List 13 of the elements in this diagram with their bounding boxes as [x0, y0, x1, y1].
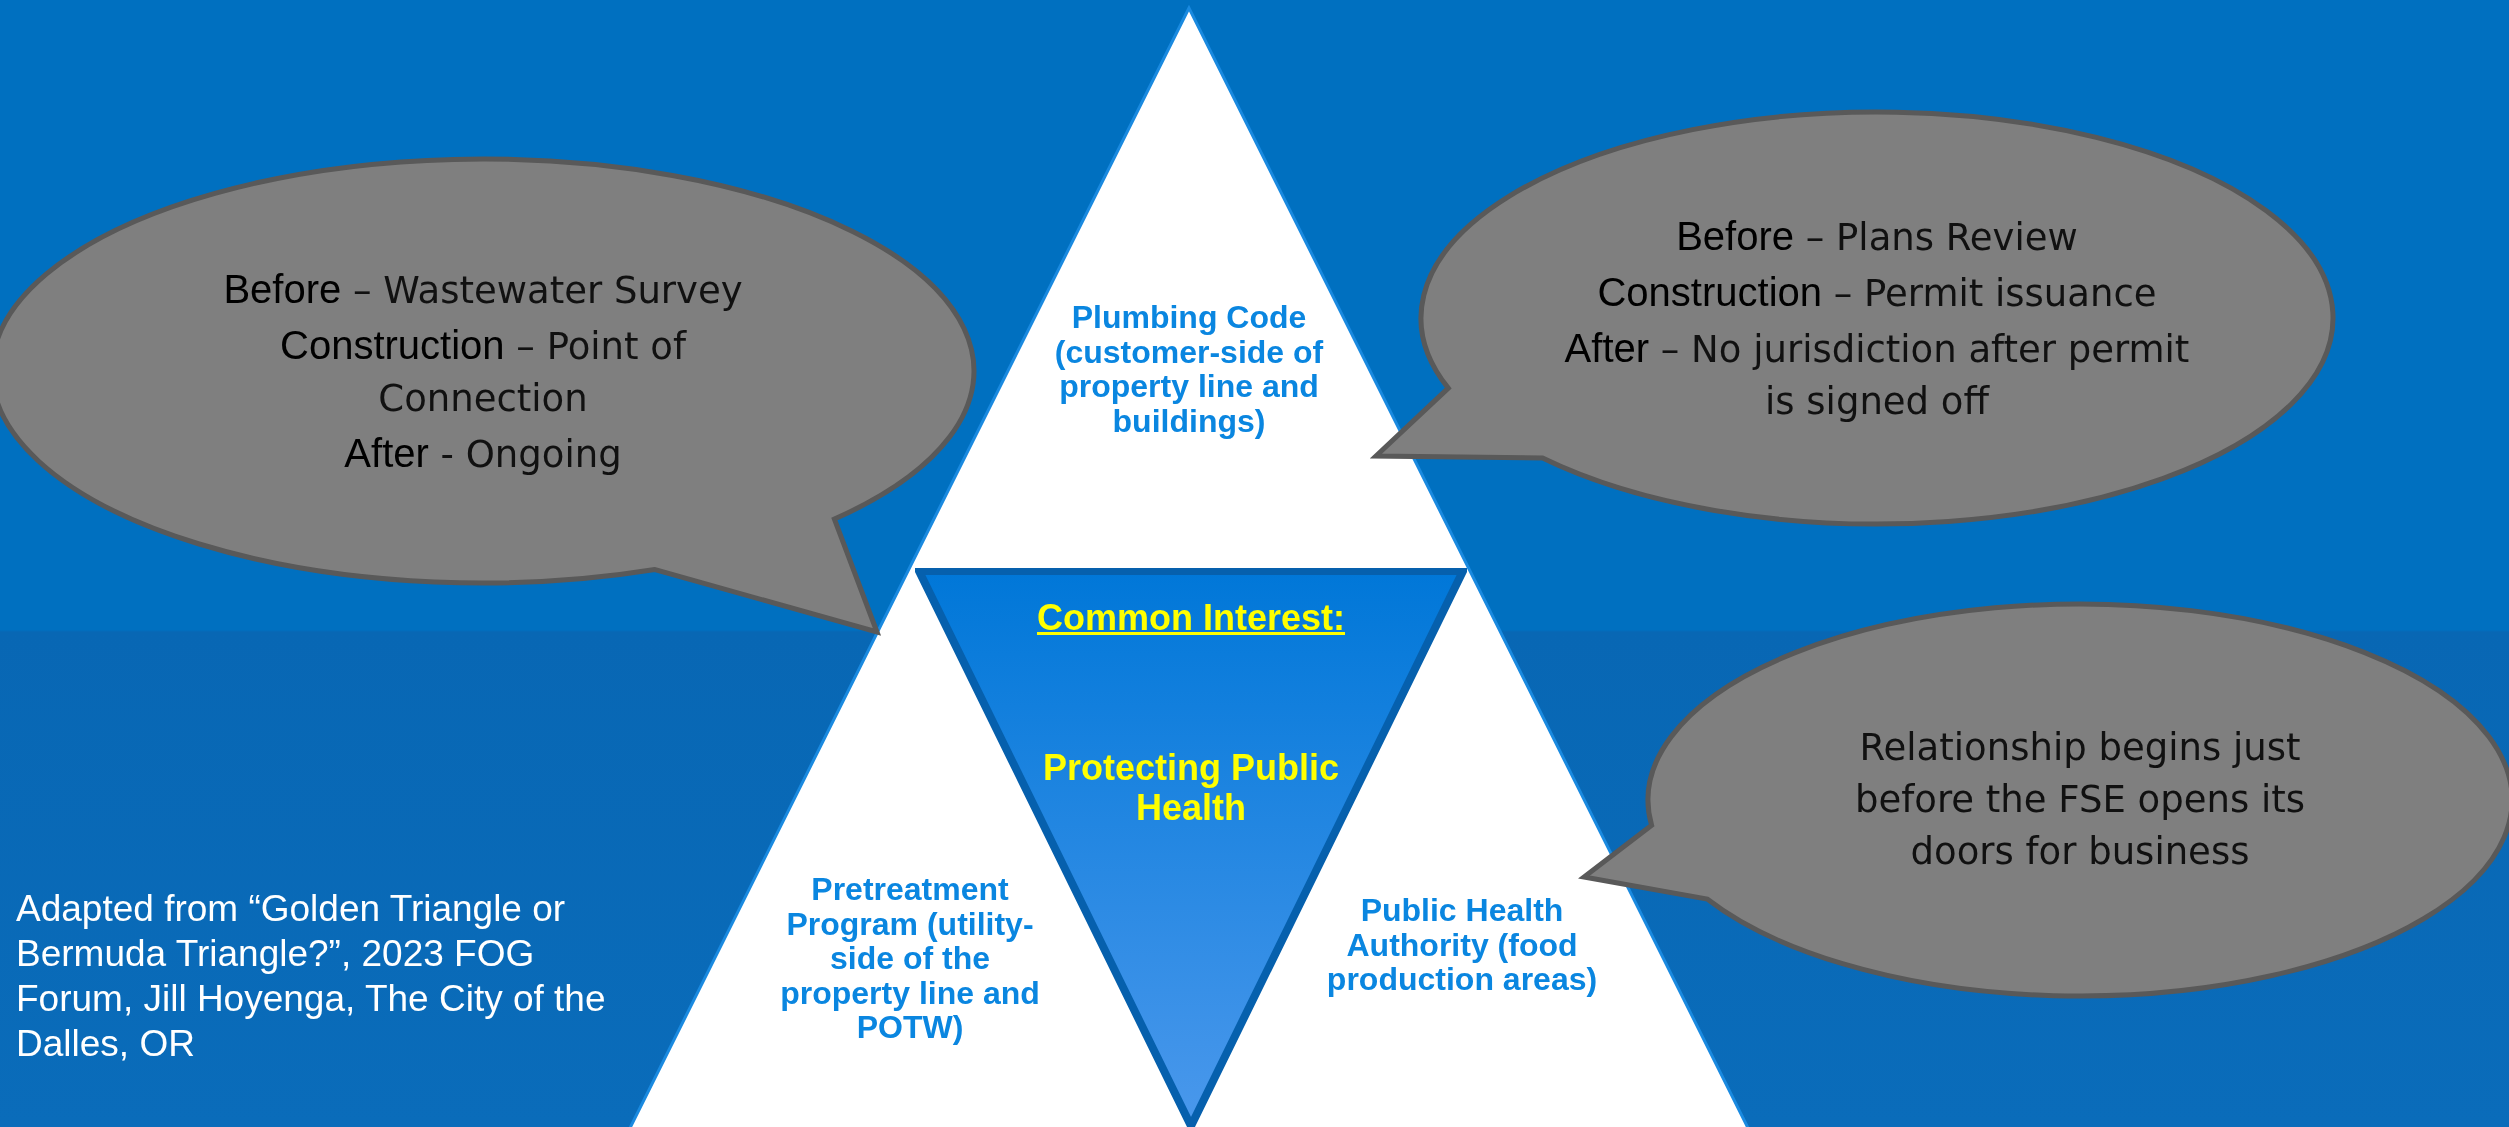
bubble-text: Before – Plans Review [1675, 213, 2079, 262]
section-label: Public Health Authority (food production areas) [1322, 893, 1602, 997]
heading: Common Interest: [1036, 598, 1346, 639]
bubble-text: Relationship begins just before the FSE opens its doors for business [1854, 725, 2306, 875]
bubble-text: After – No jurisdiction after permit is signed off [1563, 325, 2191, 426]
bubble-text: Before – Wastewater Survey [222, 266, 744, 315]
section-label: Plumbing Code (customer-side of property line and buildings) [1044, 300, 1334, 439]
section-label: Pretreatment Program (utility-side of the property line and POTW) [765, 872, 1055, 1045]
bubble-text: Construction – Point of Connection [279, 322, 688, 423]
bubble-text: After - Ongoing [343, 429, 623, 478]
center-text: Protecting Public Health [1041, 748, 1340, 829]
source-note: Adapted from “Golden Triangle or Bermuda Triangle?”, 2023 FOG Forum, Jill Hoyenga, The City of the Dalles, OR [16, 887, 607, 1067]
bubble-text: Construction – Permit issuance [1596, 269, 2158, 318]
